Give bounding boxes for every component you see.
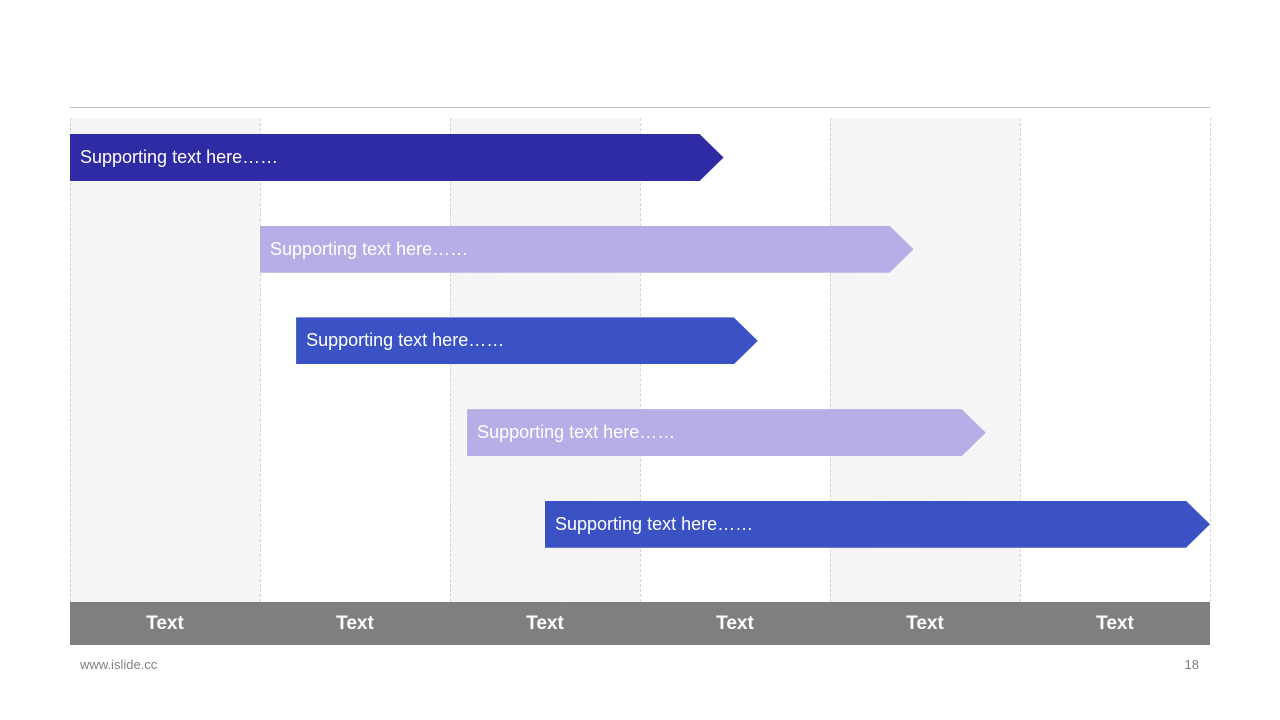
timeline-bar: Supporting text here…… [545, 501, 1210, 548]
timeline-bar-label: Supporting text here…… [555, 513, 754, 534]
axis-label: Text [526, 612, 564, 634]
axis-label: Text [1096, 612, 1134, 634]
footer-website: www.islide.cc [80, 657, 158, 672]
axis-label: Text [146, 612, 184, 634]
timeline-axis: Text Text Text Text Text Text [70, 602, 1210, 645]
timeline-bar-label: Supporting text here…… [80, 147, 279, 167]
timeline-bar: Supporting text here…… [467, 409, 986, 456]
top-rule [70, 107, 1210, 108]
timeline-bar: Supporting text here…… [260, 226, 914, 273]
column-divider [1020, 118, 1021, 602]
timeline-bar-label: Supporting text here…… [477, 422, 676, 443]
timeline-grid: Supporting text here…… Supporting text he… [70, 118, 1211, 602]
axis-label: Text [336, 612, 374, 634]
column-divider [1210, 118, 1211, 602]
timeline-bar: Supporting text here…… [296, 317, 758, 364]
column-divider [70, 118, 71, 602]
axis-label: Text [906, 612, 944, 634]
timeline-bar-label: Supporting text here…… [270, 238, 469, 259]
column-band [70, 118, 260, 602]
timeline-bar-label: Supporting text here…… [306, 330, 505, 351]
axis-label: Text [716, 612, 754, 634]
column-divider [830, 118, 831, 602]
page-number: 18 [1184, 657, 1199, 672]
timeline-bar: Supporting text here…… [70, 134, 724, 181]
column-divider [260, 118, 261, 602]
